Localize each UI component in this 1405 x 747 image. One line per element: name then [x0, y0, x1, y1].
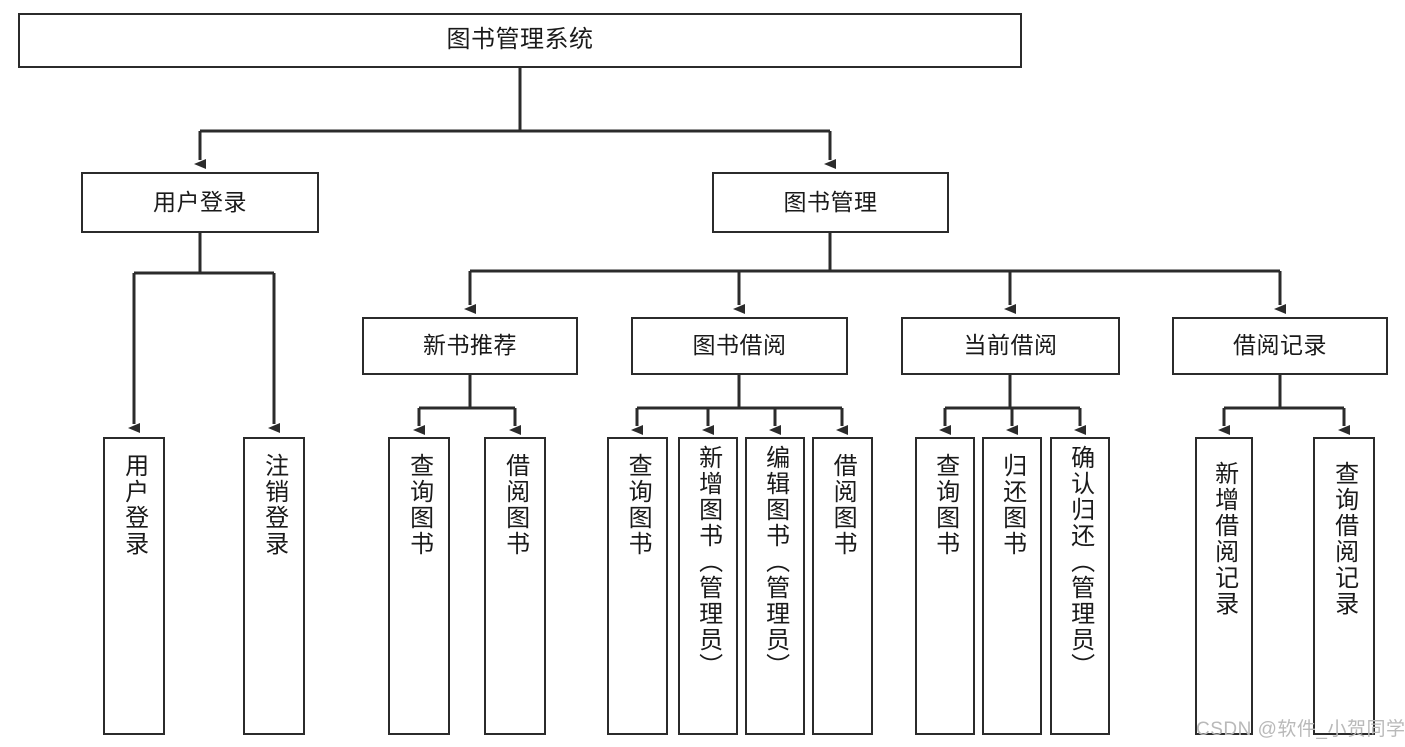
node-book-borrow-label: 图书借阅 — [692, 332, 787, 359]
node-leaf-query-record-label: 查询借阅记录 — [1330, 461, 1358, 617]
node-leaf-query-book-label: 查询图书 — [624, 453, 652, 557]
node-leaf-query-record[interactable]: 查询借阅记录 — [1313, 437, 1375, 735]
node-leaf-query-book[interactable]: 查询图书 — [607, 437, 668, 735]
node-book-borrow[interactable]: 图书借阅 — [631, 317, 848, 375]
node-leaf-add-record[interactable]: 新增借阅记录 — [1195, 437, 1253, 735]
node-leaf-query-book-rec-label: 查询图书 — [405, 453, 433, 557]
node-leaf-query-book-cur[interactable]: 查询图书 — [915, 437, 975, 735]
node-borrow-record[interactable]: 借阅记录 — [1172, 317, 1388, 375]
node-leaf-borrow-book[interactable]: 借阅图书 — [812, 437, 873, 735]
node-new-book-rec[interactable]: 新书推荐 — [362, 317, 578, 375]
node-leaf-borrow-book-rec[interactable]: 借阅图书 — [484, 437, 546, 735]
node-leaf-add-book-label: 新增图书（管理员） — [694, 445, 722, 679]
node-root[interactable]: 图书管理系统 — [18, 13, 1022, 68]
node-borrow-record-label: 借阅记录 — [1233, 332, 1327, 359]
node-leaf-return-book-label: 归还图书 — [998, 453, 1026, 557]
node-book-manage[interactable]: 图书管理 — [712, 172, 949, 233]
node-leaf-add-record-label: 新增借阅记录 — [1210, 461, 1238, 617]
node-leaf-query-book-cur-label: 查询图书 — [931, 453, 959, 557]
node-current-borrow-label: 当前借阅 — [963, 332, 1058, 359]
node-leaf-borrow-book-rec-label: 借阅图书 — [501, 453, 529, 557]
node-leaf-user-login-label: 用户登录 — [120, 453, 148, 557]
node-leaf-add-book[interactable]: 新增图书（管理员） — [678, 437, 738, 735]
node-book-manage-label: 图书管理 — [783, 188, 878, 215]
csdn-watermark: CSDN @软件_小贺同学 — [1196, 719, 1405, 740]
node-leaf-confirm-return-label: 确认归还（管理员） — [1066, 445, 1094, 679]
node-new-book-rec-label: 新书推荐 — [423, 332, 517, 359]
node-current-borrow[interactable]: 当前借阅 — [901, 317, 1120, 375]
node-leaf-logout-label: 注销登录 — [260, 453, 288, 557]
node-leaf-borrow-book-label: 借阅图书 — [829, 453, 857, 557]
node-leaf-logout[interactable]: 注销登录 — [243, 437, 305, 735]
node-leaf-edit-book-label: 编辑图书（管理员） — [761, 445, 789, 679]
node-leaf-edit-book[interactable]: 编辑图书（管理员） — [745, 437, 805, 735]
node-user-login[interactable]: 用户登录 — [81, 172, 319, 233]
node-root-label: 图书管理系统 — [446, 26, 594, 54]
node-leaf-user-login[interactable]: 用户登录 — [103, 437, 165, 735]
node-leaf-return-book[interactable]: 归还图书 — [982, 437, 1042, 735]
node-leaf-confirm-return[interactable]: 确认归还（管理员） — [1050, 437, 1110, 735]
node-leaf-query-book-rec[interactable]: 查询图书 — [388, 437, 450, 735]
node-user-login-label: 用户登录 — [153, 188, 247, 215]
